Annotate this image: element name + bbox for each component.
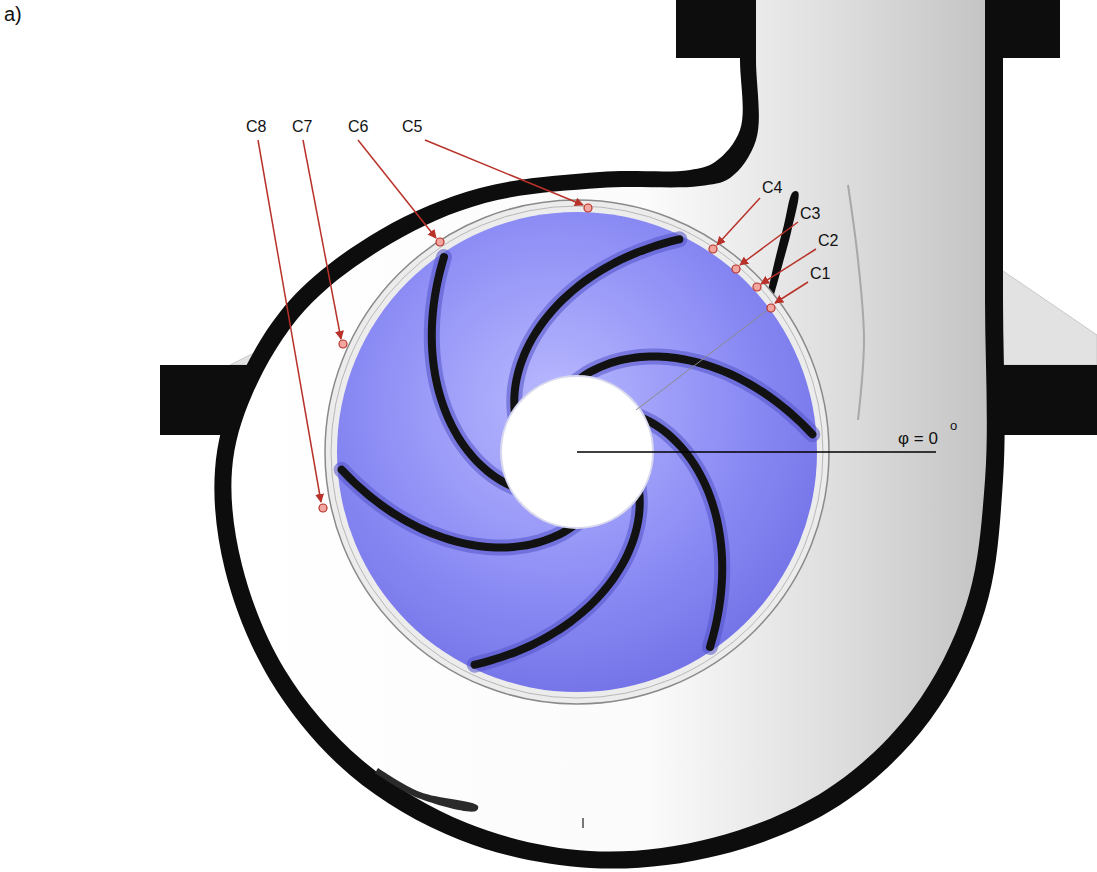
- sensor-label: C7: [292, 119, 312, 135]
- angle-reference-line: [577, 451, 936, 453]
- sensor-label: C8: [246, 119, 266, 135]
- sensor-label: C4: [762, 180, 782, 196]
- measurement-point: [709, 245, 717, 253]
- measurement-point: [319, 504, 327, 512]
- volute-rib: [375, 768, 478, 812]
- leader-arrow: [740, 222, 798, 265]
- casing-wall: [214, 0, 1004, 869]
- leader-arrow: [717, 198, 760, 245]
- sensor-label: C3: [800, 206, 820, 222]
- volute-channel: [231, 0, 986, 852]
- measurement-point: [339, 340, 347, 348]
- measurement-point: [584, 204, 592, 212]
- drain-mark: [582, 818, 584, 828]
- sensor-points: [319, 204, 775, 512]
- measurement-point: [753, 283, 761, 291]
- sensor-label: C1: [810, 266, 830, 282]
- sensor-label: C5: [402, 119, 422, 135]
- leader-arrow: [761, 249, 816, 284]
- sensor-label: C6: [348, 119, 368, 135]
- sensor-label: C2: [818, 233, 838, 249]
- leader-arrow: [775, 282, 808, 303]
- leader-arrow: [425, 140, 583, 205]
- discharge-flange: [997, 0, 1060, 58]
- measurement-point: [732, 265, 740, 273]
- foot-flange: [990, 365, 1097, 435]
- measurement-point: [436, 238, 444, 246]
- cutwater-tongue: [766, 191, 799, 302]
- volute-shading: [848, 185, 864, 420]
- angle-label: φ = 0: [898, 430, 938, 447]
- degree-mark: o: [950, 419, 957, 432]
- reference-line: [636, 308, 770, 410]
- leader-arrow: [358, 140, 436, 238]
- panel-label: a): [4, 4, 22, 24]
- discharge-flange: [676, 0, 746, 58]
- leader-arrow: [258, 140, 321, 502]
- leader-arrow: [303, 140, 341, 339]
- measurement-point: [767, 304, 775, 312]
- leader-lines: [258, 140, 816, 502]
